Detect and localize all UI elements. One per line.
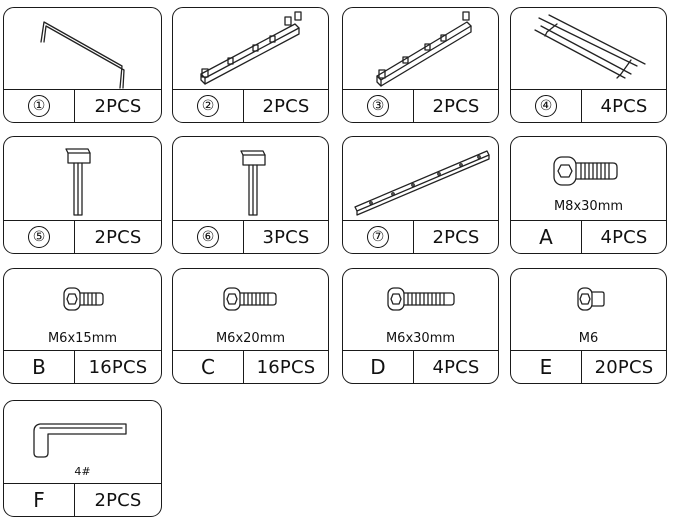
part-id: ③ [343, 90, 414, 122]
part-quantity: 4PCS [600, 95, 648, 117]
part-quantity: 16PCS [88, 356, 148, 378]
part-id: F [4, 484, 75, 516]
t-post-icon [240, 150, 266, 216]
part-id: ① [4, 90, 75, 122]
part-size: 4# [74, 465, 91, 478]
part-size: M6x20mm [215, 331, 286, 346]
part-id: A [511, 221, 582, 253]
part-quantity: 2PCS [262, 95, 310, 117]
part-quantity: 4PCS [600, 226, 648, 248]
part-id: E [511, 351, 582, 383]
t-post-icon [65, 148, 91, 216]
bracket-rail-icon [200, 11, 302, 85]
part-quantity: 2PCS [432, 95, 480, 117]
part-quantity: 2PCS [432, 226, 480, 248]
part-id: D [343, 351, 414, 383]
screw-icon [553, 156, 618, 186]
part-card-A: M8x30mm A 4PCS [510, 136, 667, 254]
part-card-3: ③ 2PCS [342, 7, 499, 123]
part-card-B: M6x15mm B 16PCS [3, 268, 162, 384]
part-card-C: M6x20mm C 16PCS [172, 268, 329, 384]
screw-icon [63, 287, 104, 311]
part-quantity: 3PCS [262, 226, 310, 248]
nut-icon [577, 287, 605, 311]
part-id: ② [173, 90, 244, 122]
part-card-F: 4# F 2PCS [3, 400, 162, 517]
part-quantity: 16PCS [256, 356, 316, 378]
part-size: M8x30mm [553, 199, 624, 214]
part-quantity: 2PCS [94, 489, 142, 511]
u-frame-icon [40, 21, 125, 89]
part-id: C [173, 351, 244, 383]
part-size: M6x15mm [47, 331, 118, 346]
wire-rod-icon [534, 14, 646, 79]
part-card-D: M6x30mm D 4PCS [342, 268, 499, 384]
part-id: ⑥ [173, 221, 244, 253]
part-quantity: 4PCS [432, 356, 480, 378]
screw-icon [223, 287, 277, 311]
part-card-7: ⑦ 2PCS [342, 136, 499, 254]
part-size: M6x30mm [385, 331, 456, 346]
part-size: M6 [578, 331, 599, 346]
part-card-5: ⑤ 2PCS [3, 136, 162, 254]
bracket-rail-icon [376, 11, 472, 87]
part-quantity: 2PCS [94, 226, 142, 248]
part-card-4: ④ 4PCS [510, 7, 667, 123]
part-card-6: ⑥ 3PCS [172, 136, 329, 254]
part-card-1: ① 2PCS [3, 7, 162, 123]
part-id: ④ [511, 90, 582, 122]
flat-bar-icon [354, 150, 490, 216]
part-id: ⑤ [4, 221, 75, 253]
part-id: ⑦ [343, 221, 414, 253]
screw-icon [387, 287, 455, 311]
part-quantity: 20PCS [594, 356, 654, 378]
part-id: B [4, 351, 75, 383]
allen-key-icon [33, 423, 127, 458]
part-quantity: 2PCS [94, 95, 142, 117]
part-card-2: ② 2PCS [172, 7, 329, 123]
part-card-E: M6 E 20PCS [510, 268, 667, 384]
